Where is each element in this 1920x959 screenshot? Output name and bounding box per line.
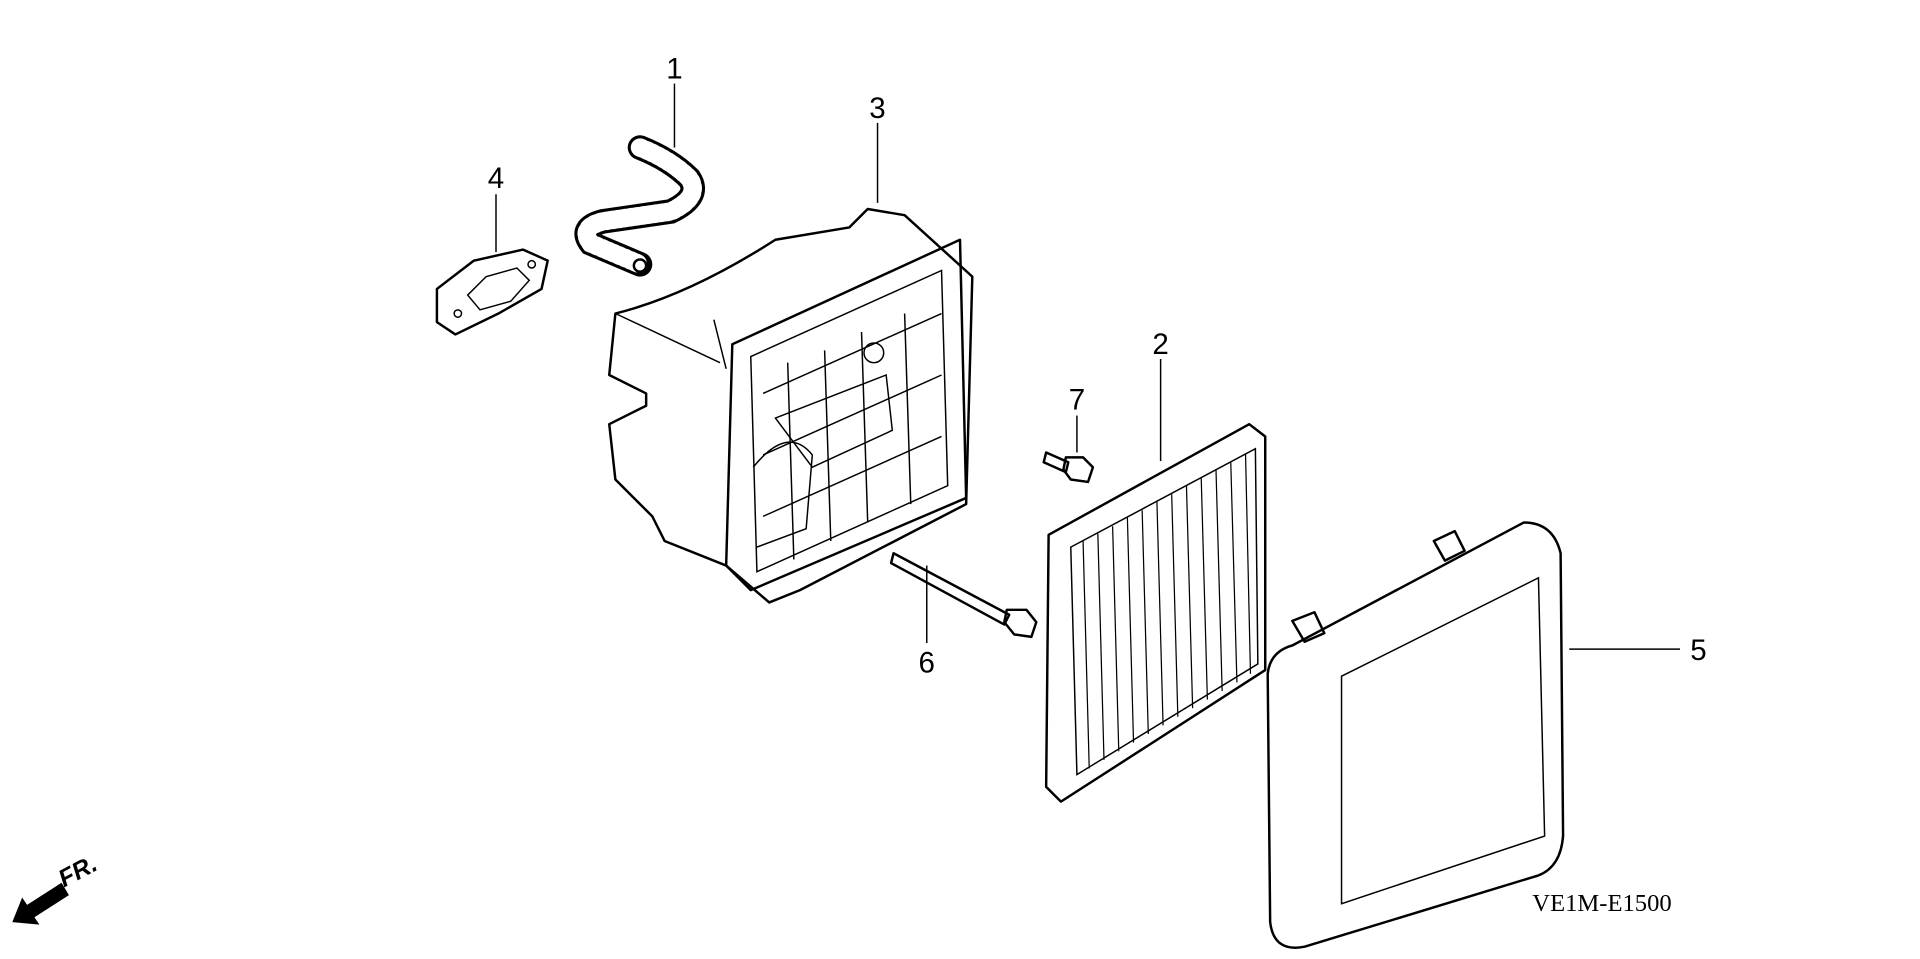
short-bolt-part: [1042, 451, 1095, 484]
callout-6: 6: [919, 647, 935, 680]
hose-part: [574, 135, 705, 277]
cover-part: [1266, 521, 1565, 949]
front-direction-arrow-icon: [12, 882, 69, 925]
callout-5: 5: [1690, 634, 1706, 667]
callout-1: 1: [666, 53, 682, 86]
diagram-code: VE1M-E1500: [1532, 890, 1671, 917]
callout-3: 3: [869, 92, 885, 125]
air-cleaner-case-part: [608, 207, 974, 604]
gasket-part: [435, 248, 549, 336]
callout-2: 2: [1152, 328, 1168, 361]
filter-element-part: [1044, 422, 1267, 803]
callout-7: 7: [1069, 383, 1085, 416]
callout-4: 4: [488, 162, 504, 195]
long-bolt-part: [889, 552, 1038, 639]
